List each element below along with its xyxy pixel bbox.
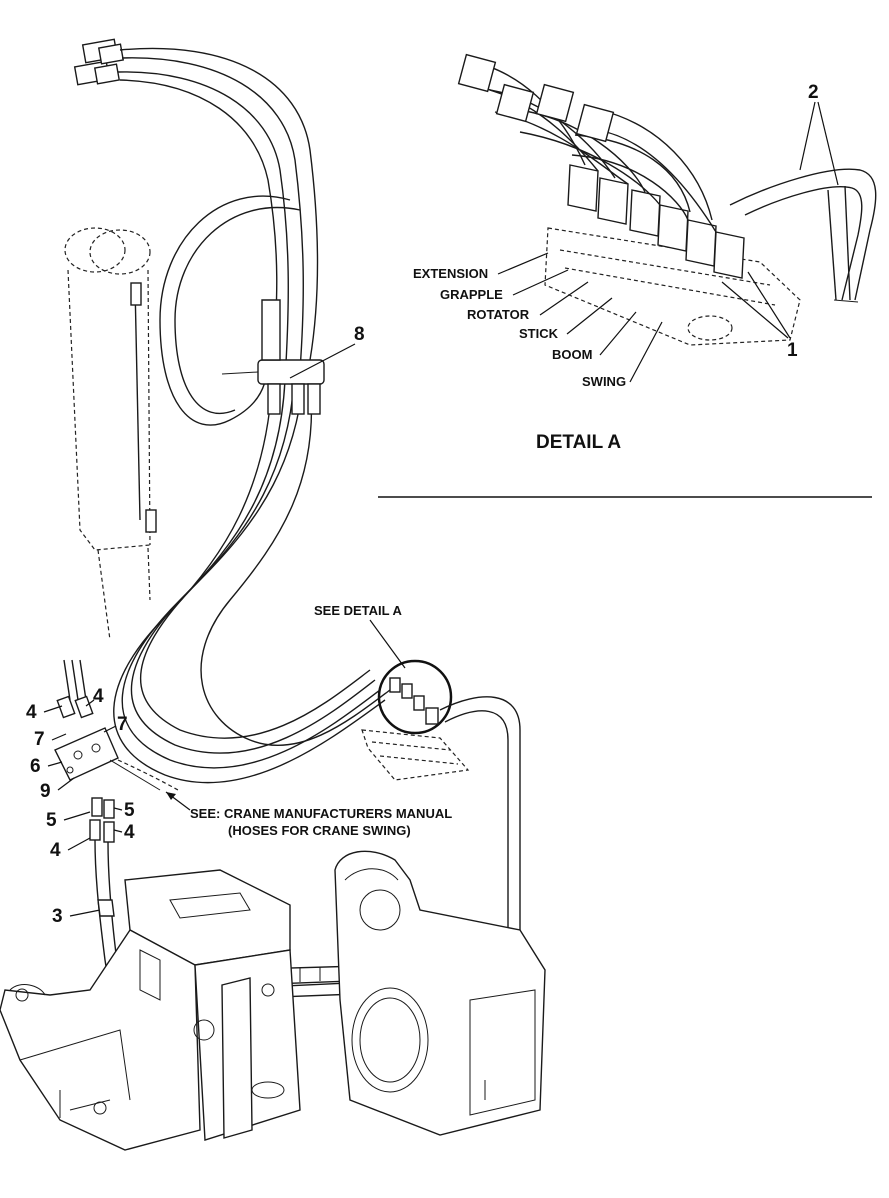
valve-block-small <box>361 677 470 781</box>
clamp-item-8 <box>221 299 325 415</box>
valve-fittings <box>567 164 745 279</box>
turret-base <box>0 869 301 1151</box>
see-crane-manual-label: SEE: CRANE MANUFACTURERS MANUAL <box>190 806 452 821</box>
callout-6: 6 <box>30 756 41 777</box>
detail-a-illustration: EXTENSION GRAPPLE ROTATOR STICK BOOM SWI… <box>413 53 877 453</box>
callout-7-right: 7 <box>117 714 128 735</box>
port-label-rotator: ROTATOR <box>467 307 530 322</box>
callout-4-upper-left: 4 <box>26 702 37 723</box>
detail-hoses <box>457 53 717 233</box>
callout-7-left: 7 <box>34 729 45 750</box>
callout-9: 9 <box>40 781 51 802</box>
callout-3: 3 <box>52 906 63 927</box>
callout-4-upper-right: 4 <box>93 686 104 707</box>
port-label-stick: STICK <box>519 326 559 341</box>
crane-swing-hoses-label: (HOSES FOR CRANE SWING) <box>228 823 411 838</box>
see-detail-a-label: SEE DETAIL A <box>314 603 402 618</box>
callout-2: 2 <box>808 82 819 103</box>
item-2-hoses <box>729 168 877 303</box>
main-hose-bundle <box>73 38 391 784</box>
callout-1: 1 <box>787 340 798 361</box>
detail-a-circle <box>377 659 453 735</box>
port-label-extension: EXTENSION <box>413 266 488 281</box>
port-label-grapple: GRAPPLE <box>440 287 503 302</box>
callout-5-right: 5 <box>124 800 135 821</box>
cylinder-hose <box>134 284 141 521</box>
detail-a-title: DETAIL A <box>536 432 621 453</box>
callout-4-lower-left: 4 <box>50 840 61 861</box>
callout-5-left: 5 <box>46 810 57 831</box>
dashed-cylinder <box>64 227 151 641</box>
port-label-boom: BOOM <box>552 347 592 362</box>
crane-base-frame <box>334 850 546 1136</box>
callout-8: 8 <box>354 324 365 345</box>
callout-4-lower-right: 4 <box>124 822 135 843</box>
port-label-swing: SWING <box>582 374 626 389</box>
valve-block <box>544 227 801 346</box>
